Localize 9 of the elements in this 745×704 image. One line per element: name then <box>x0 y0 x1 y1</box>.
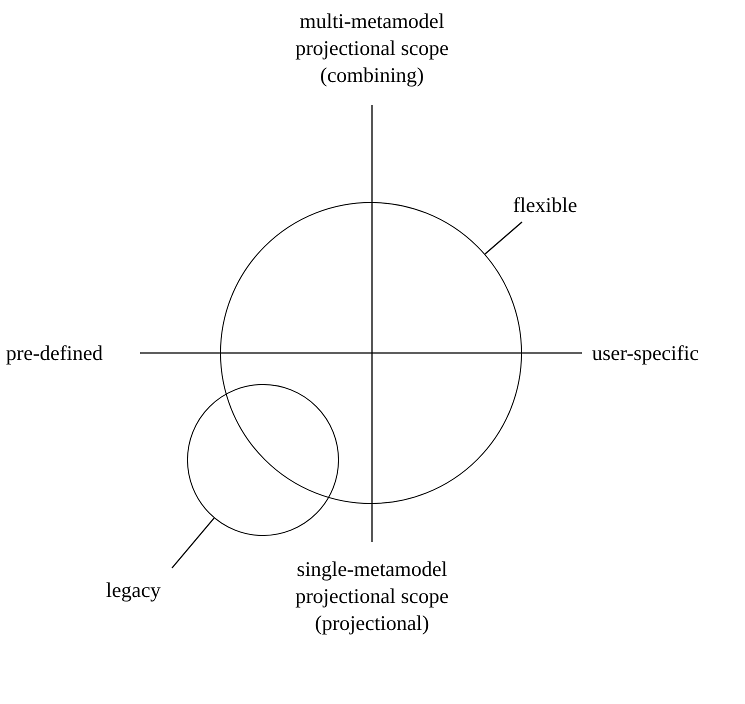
circle-outline <box>187 384 339 536</box>
axis-label: user-specific <box>592 340 699 367</box>
axis-label: multi-metamodel projectional scope (combining) <box>294 8 450 89</box>
axis-label: single-metamodel projectional scope (projectional) <box>294 556 450 637</box>
callout-label: flexible <box>513 192 578 219</box>
leader-line <box>484 222 522 255</box>
axis-label: pre-defined <box>6 340 103 367</box>
callout-label: legacy <box>106 577 161 604</box>
leader-line <box>172 518 215 568</box>
